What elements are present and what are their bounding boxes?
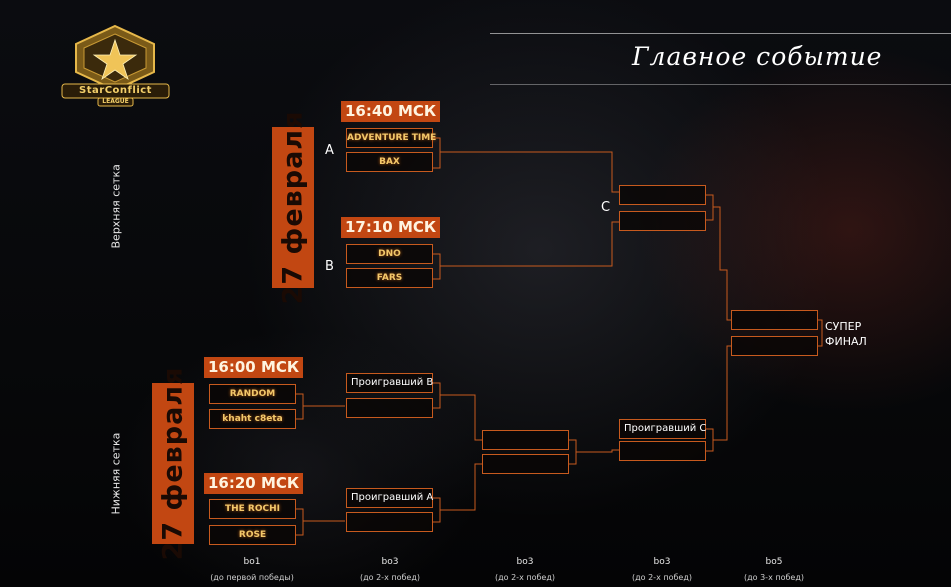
round-5-label: bo5 (до 3-х побед) xyxy=(718,557,830,583)
upper-date-box: 27 февраля xyxy=(272,111,314,304)
round-2-format: bo3 xyxy=(381,557,399,567)
loser-a-opponent-slot[interactable] xyxy=(346,512,433,532)
loser-a-slot[interactable]: Проигравший A xyxy=(346,488,433,508)
round-1-format: bo1 xyxy=(243,557,261,567)
match-c-letter: C xyxy=(601,200,611,215)
loser-c-slot[interactable]: Проигравший C xyxy=(619,419,706,439)
loser-b-opponent-slot[interactable] xyxy=(346,398,433,418)
round-3-label: bo3 (до 2-х побед) xyxy=(471,557,579,583)
match-b-team2[interactable]: FARS xyxy=(346,268,433,288)
upper-date: 27 февраля xyxy=(277,110,309,305)
super-final-slot1[interactable] xyxy=(731,310,818,330)
match-b-letter: B xyxy=(325,259,334,274)
super-final-slot2[interactable] xyxy=(731,336,818,356)
round-4-format: bo3 xyxy=(653,557,671,567)
title-bar xyxy=(490,33,951,85)
lower-match1-time: 16:00 МСК xyxy=(204,357,304,378)
match-b-time: 17:10 МСК xyxy=(341,217,441,238)
page-title: Главное событие xyxy=(632,42,883,71)
super-final-label-2: ФИНАЛ xyxy=(825,335,867,348)
match-a-time: 16:40 МСК xyxy=(341,101,441,122)
lower-match2-time: 16:20 МСК xyxy=(204,473,304,494)
lower-bracket-label: Нижняя сетка xyxy=(109,432,123,515)
loser-b-slot[interactable]: Проигравший B xyxy=(346,373,433,393)
lower-match1-team1[interactable]: RANDOM xyxy=(209,384,296,404)
round-1-label: bo1 (до первой победы) xyxy=(193,557,311,583)
lower-date: 27 февраля xyxy=(157,366,189,561)
lower-date-box: 27 февраля xyxy=(152,367,194,560)
match-c-slot2[interactable] xyxy=(619,211,706,231)
match-c-slot1[interactable] xyxy=(619,185,706,205)
round-1-note: (до первой победы) xyxy=(210,573,294,582)
round-4-note: (до 2-х побед) xyxy=(632,573,692,582)
lower-semi-slot1[interactable] xyxy=(482,430,569,450)
round-3-note: (до 2-х побед) xyxy=(495,573,555,582)
match-a-letter: A xyxy=(325,143,334,158)
logo-emblem-icon xyxy=(61,24,170,107)
round-5-format: bo5 xyxy=(765,557,783,567)
match-b-team1[interactable]: DNO xyxy=(346,244,433,264)
lower-match1-team2[interactable]: khaht c8eta xyxy=(209,409,296,429)
match-a-team2[interactable]: BAX xyxy=(346,152,433,172)
lower-match2-team2[interactable]: ROSE xyxy=(209,525,296,545)
lower-final-slot[interactable] xyxy=(619,441,706,461)
match-a-team1[interactable]: ADVENTURE TIME xyxy=(346,128,436,148)
super-final-label-1: СУПЕР xyxy=(825,320,862,333)
round-3-format: bo3 xyxy=(516,557,534,567)
lower-match2-team1[interactable]: THE ROCHI xyxy=(209,499,296,519)
logo-text-main: StarConflict xyxy=(79,85,152,96)
logo-text-sub: LEAGUE xyxy=(102,98,129,105)
league-logo: StarConflict LEAGUE xyxy=(58,22,173,107)
round-2-label: bo3 (до 2-х побед) xyxy=(336,557,444,583)
round-2-note: (до 2-х побед) xyxy=(360,573,420,582)
upper-bracket-label: Верхняя сетка xyxy=(109,164,123,249)
round-4-label: bo3 (до 2-х побед) xyxy=(608,557,716,583)
round-5-note: (до 3-х побед) xyxy=(744,573,804,582)
lower-semi-slot2[interactable] xyxy=(482,454,569,474)
